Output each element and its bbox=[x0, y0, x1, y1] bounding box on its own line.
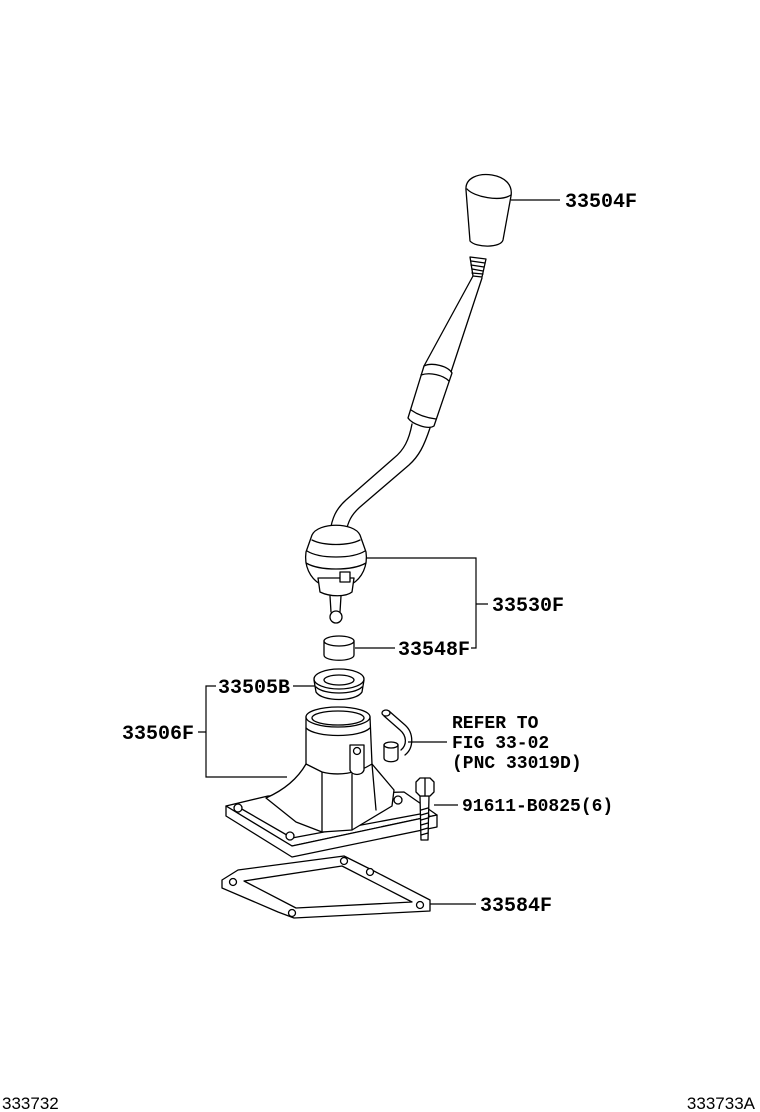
gasket-inner bbox=[243, 865, 413, 909]
reference-line-3: (PNC 33019D) bbox=[452, 754, 582, 774]
housing-cylinder-bore bbox=[311, 710, 365, 726]
seal-drawing bbox=[313, 668, 365, 701]
housing-drawing bbox=[225, 706, 438, 858]
lever-upper-shaft bbox=[423, 275, 483, 373]
gasket-hole bbox=[287, 908, 297, 918]
figure-code-right: 333733A bbox=[687, 1094, 756, 1112]
gasket-hole bbox=[228, 877, 238, 887]
leader-lever-bracket bbox=[366, 557, 488, 649]
elbow-base-top bbox=[383, 741, 399, 749]
leader-housing-bracket bbox=[198, 685, 287, 778]
reference-line-2[interactable]: FIG 33-02 bbox=[452, 734, 549, 754]
seal-rib bbox=[315, 686, 363, 694]
housing-plate-hole bbox=[233, 803, 243, 813]
gasket-hole bbox=[415, 900, 425, 910]
knob-outline bbox=[465, 173, 512, 247]
lever-boot-rings bbox=[305, 539, 367, 570]
lever-ball-end bbox=[329, 610, 343, 624]
figure-code-left: 333732 bbox=[2, 1094, 59, 1112]
bolt-threads bbox=[420, 807, 429, 836]
gasket-hole bbox=[365, 867, 375, 877]
elbow-fitting-drawing bbox=[381, 709, 413, 763]
housing-cylinder-ring bbox=[305, 727, 371, 737]
lever-grip-sleeve bbox=[407, 363, 453, 428]
shift-knob-drawing bbox=[465, 173, 512, 247]
lever-rod bbox=[329, 423, 431, 533]
reference-note: REFER TO FIG 33-02 (PNC 33019D) bbox=[452, 714, 582, 774]
lever-lower-stem bbox=[329, 595, 342, 613]
reference-line-1: REFER TO bbox=[452, 714, 539, 734]
callout-bushing[interactable]: 33548F bbox=[398, 639, 470, 662]
lever-grip-bands bbox=[410, 373, 450, 420]
gasket-hole bbox=[339, 856, 349, 866]
callout-lever[interactable]: 33530F bbox=[492, 595, 564, 618]
lever-boot bbox=[304, 524, 368, 585]
leader-lines bbox=[198, 199, 560, 905]
bolt-drawing bbox=[415, 777, 435, 841]
callout-housing[interactable]: 33506F bbox=[122, 723, 194, 746]
knob-top-face bbox=[466, 188, 512, 199]
callout-seal[interactable]: 33505B bbox=[218, 677, 290, 700]
seal-bore bbox=[323, 674, 355, 686]
lever-stud-threads bbox=[470, 260, 486, 275]
shift-lever-drawing bbox=[304, 256, 487, 624]
bushing-top bbox=[323, 635, 355, 647]
elbow-pipe-end bbox=[381, 709, 391, 717]
elbow-pipe bbox=[383, 710, 413, 756]
bushing-drawing bbox=[323, 635, 355, 661]
callout-knob[interactable]: 33504F bbox=[565, 191, 637, 214]
housing-body-ribs bbox=[305, 763, 377, 833]
housing-side-tab-hole bbox=[352, 746, 362, 756]
callout-bolt[interactable]: 91611-B0825(6) bbox=[462, 797, 613, 817]
lever-boot-clip bbox=[339, 571, 351, 583]
gasket-drawing bbox=[221, 855, 431, 919]
housing-plate-hole bbox=[285, 831, 295, 841]
elbow-base bbox=[383, 744, 399, 763]
callout-gasket[interactable]: 33584F bbox=[480, 895, 552, 918]
housing-plate-hole bbox=[393, 795, 403, 805]
housing-plate-edge bbox=[225, 805, 438, 858]
